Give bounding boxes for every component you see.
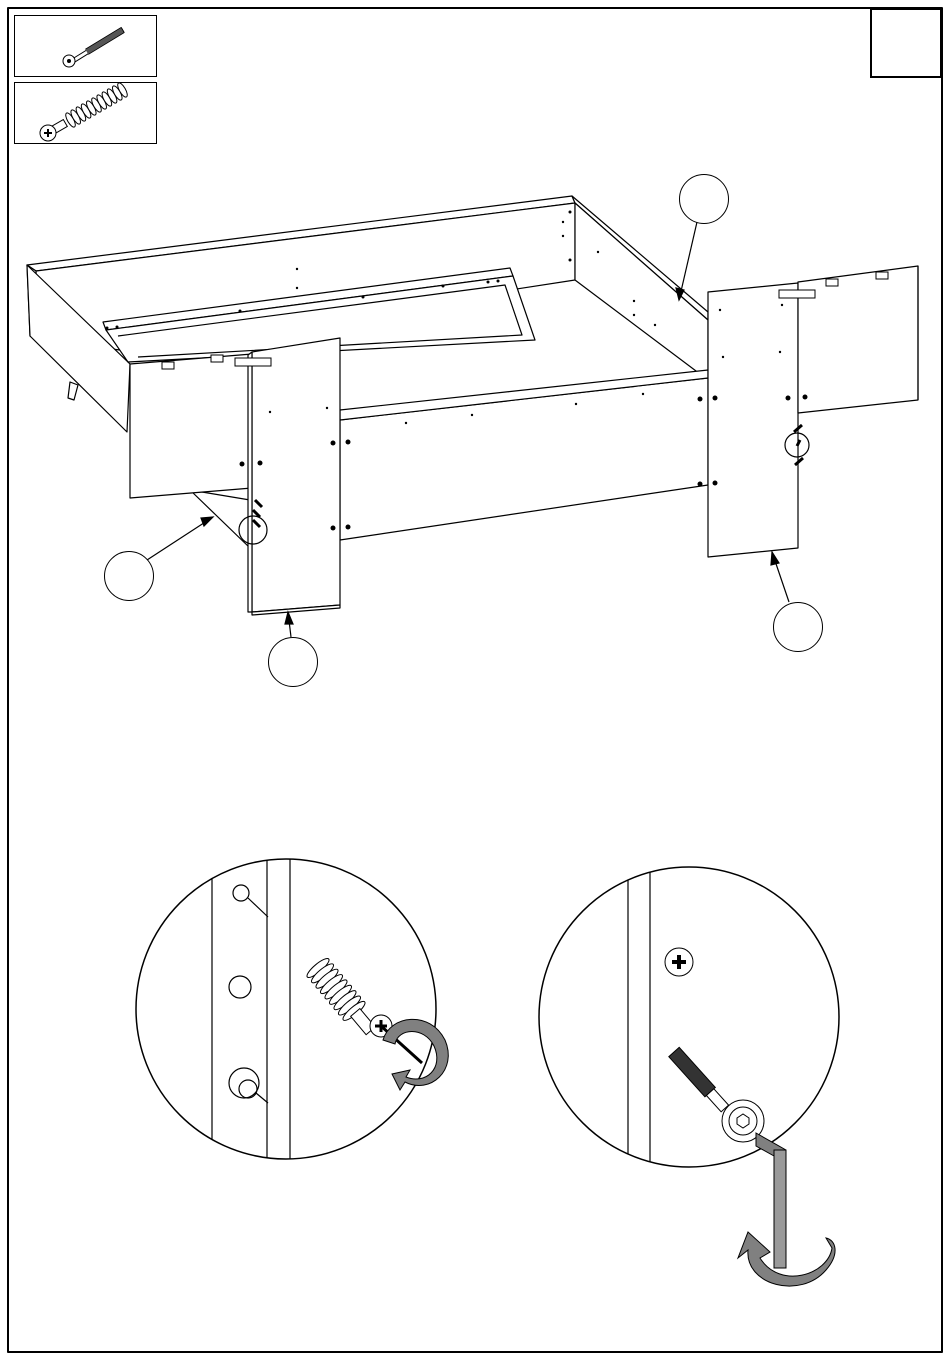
callout-right	[773, 602, 823, 652]
callout-left	[104, 551, 154, 601]
callout-upper-right	[679, 174, 729, 224]
allen-bolt-detail-view	[539, 860, 839, 1286]
cam-screw-detail-view	[136, 850, 448, 1170]
callout-bottom-center	[268, 637, 318, 687]
